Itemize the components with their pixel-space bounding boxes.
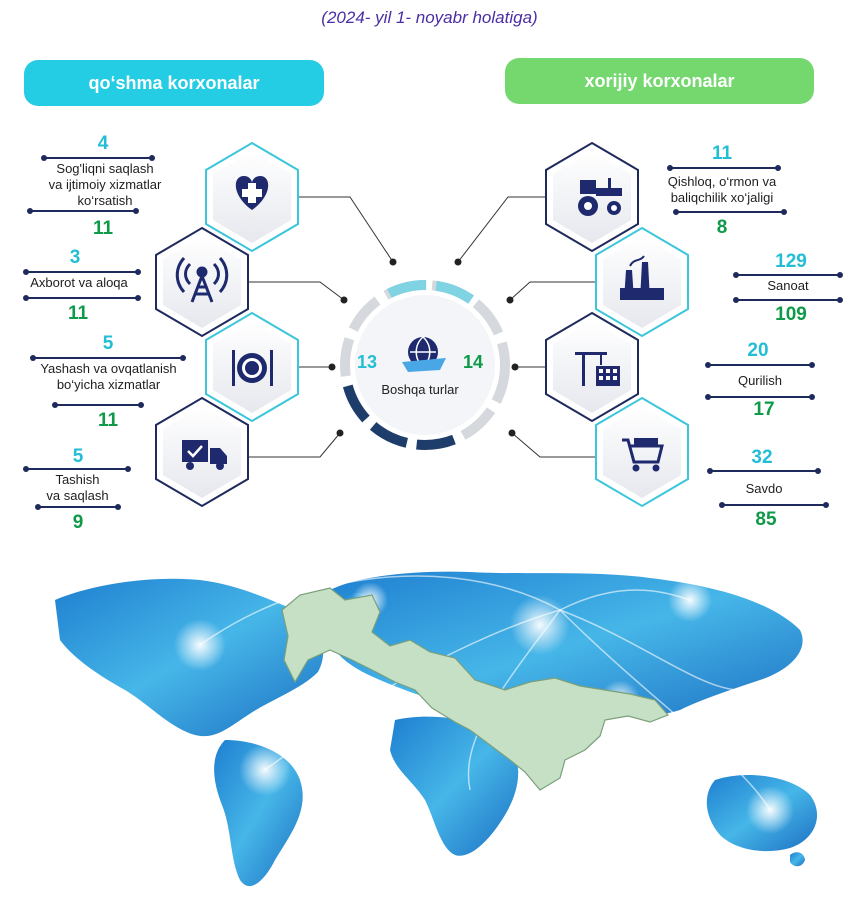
- foreign-count: 9: [72, 512, 84, 533]
- center-foreign-count: 14: [463, 352, 484, 372]
- joint-count: 20: [747, 340, 769, 361]
- globe-ship-icon: [402, 336, 446, 372]
- foreign-count: 8: [716, 217, 728, 238]
- joint-count: 3: [69, 247, 81, 268]
- sector-label: bo‘yicha xizmatlar: [56, 377, 161, 392]
- plate-icon: [232, 350, 273, 386]
- sector-label: Qishloq, o‘rmon va: [667, 174, 777, 189]
- sector-label: va saqlash: [46, 488, 109, 503]
- joint-count: 11: [711, 143, 733, 164]
- heart-plus-icon: [235, 176, 269, 210]
- center-joint-count: 13: [357, 352, 378, 372]
- foreign-count: 17: [753, 399, 775, 420]
- sector-label: baliqchilik xo‘jaligi: [670, 190, 774, 205]
- sector-label: Sog'liqni saqlash: [56, 161, 154, 176]
- uzbekistan-map: [281, 587, 670, 791]
- tractor-icon: [578, 178, 622, 216]
- sector-label: Qurilish: [737, 373, 783, 388]
- sector-label: Axborot va aloqa: [30, 275, 128, 290]
- sector-label: Savdo: [745, 481, 783, 496]
- foreign-count: 11: [97, 410, 119, 431]
- sector-label: Yashash va ovqatlanish: [40, 361, 177, 376]
- joint-count: 129: [775, 251, 807, 272]
- foreign-count: 11: [67, 303, 89, 324]
- foreign-count: 11: [92, 218, 114, 239]
- world-map: [55, 571, 818, 887]
- joint-ventures-title: qo‘shma korxonalar: [24, 60, 324, 106]
- foreign-enterprises-title: xorijiy korxonalar: [505, 58, 814, 104]
- sector-label: Sanoat: [767, 278, 809, 293]
- center-label: Boshqa turlar: [381, 382, 459, 397]
- sector-label: va ijtimoiy xizmatlar: [48, 177, 162, 192]
- sector-label: Tashish: [55, 472, 100, 487]
- foreign-count: 109: [775, 304, 807, 325]
- factory-icon: [620, 255, 664, 300]
- shopping-cart-icon: [622, 438, 664, 472]
- antenna-icon: [175, 256, 229, 303]
- joint-count: 4: [97, 133, 109, 154]
- crane-icon: [575, 352, 620, 386]
- joint-count: 5: [72, 446, 84, 467]
- foreign-count: 85: [755, 509, 777, 530]
- truck-icon: [182, 440, 227, 470]
- date-caption: (2024- yil 1- noyabr holatiga): [321, 8, 538, 27]
- sector-label: ko‘rsatish: [77, 193, 133, 208]
- joint-count: 5: [102, 333, 114, 354]
- joint-count: 32: [751, 447, 773, 468]
